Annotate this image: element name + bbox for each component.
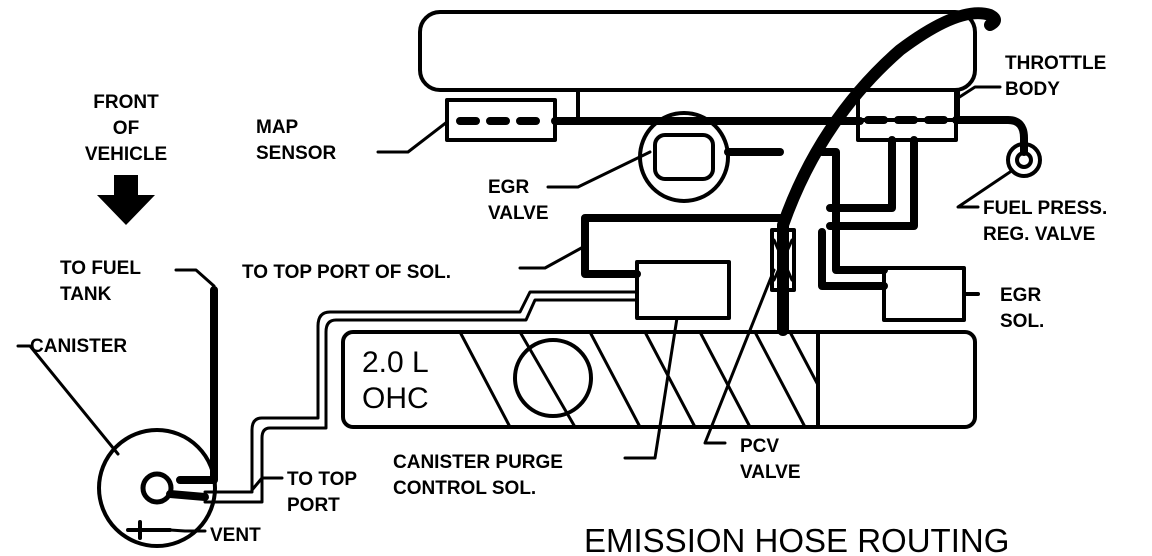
- to-fuel-tank-label-2: TANK: [60, 284, 112, 305]
- vent-leader: [168, 528, 207, 533]
- egr-valve-leader: [546, 150, 652, 189]
- canister-purge-leader: [623, 316, 679, 460]
- egr-valve-label-2: VALVE: [488, 203, 549, 224]
- canister-purge-label-2: CONTROL SOL.: [393, 478, 536, 499]
- front-of-vehicle-label-3: VEHICLE: [85, 144, 167, 165]
- throttle-to-sol-hose-a: [826, 136, 896, 212]
- fuel-press-label-1: FUEL PRESS.: [983, 198, 1107, 219]
- pcv-valve-leader: [703, 268, 776, 445]
- map-sensor-label-2: SENSOR: [256, 143, 337, 164]
- engine-label-2: OHC: [362, 382, 429, 415]
- to-fuel-tank-leader: [174, 268, 216, 288]
- engine-block: [341, 330, 977, 429]
- throttle-body-label-2: BODY: [1005, 79, 1060, 100]
- pcv-hose: [777, 7, 1001, 336]
- throttle-to-sol-hose-b: [826, 136, 918, 230]
- to-top-port-label-1: TO TOP: [287, 469, 357, 490]
- fuel-press-reg-valve-port: [1015, 151, 1033, 169]
- egr-sol-label-2: SOL.: [1000, 311, 1044, 332]
- diagram-title: EMISSION HOSE ROUTING: [584, 522, 1009, 556]
- egr-sol-label-1: EGR: [1000, 285, 1041, 306]
- pcv-valve-label-1: PCV: [740, 436, 779, 457]
- canister-label: CANISTER: [30, 336, 127, 357]
- egr-to-sol-hose: [818, 148, 888, 274]
- map-sensor-leader: [376, 120, 449, 154]
- throttle-body-leader: [956, 85, 1002, 100]
- canister-purge-label-1: CANISTER PURGE: [393, 452, 563, 473]
- canister-purge-solenoid: [635, 260, 731, 320]
- pcv-valve-label-2: VALVE: [740, 462, 801, 483]
- map-sensor-label-1: MAP: [256, 117, 299, 138]
- pcv-valve: [770, 228, 796, 292]
- fuel-press-leader: [956, 170, 1012, 209]
- purge-line-outer: [203, 290, 639, 494]
- engine-label-1: 2.0 L: [362, 346, 429, 379]
- sol-to-egr-hose: [818, 228, 888, 290]
- canister: [97, 428, 217, 548]
- egr-valve-label-1: EGR: [488, 177, 529, 198]
- intake-plenum: [576, 88, 960, 122]
- canister-port: [140, 471, 174, 505]
- engine-hatching: [458, 330, 820, 429]
- fuel-press-label-2: REG. VALVE: [983, 224, 1095, 245]
- pcv-valve-mark: [772, 238, 794, 282]
- front-arrow-icon: [97, 175, 155, 225]
- to-fuel-tank-label-1: TO FUEL: [60, 258, 141, 279]
- front-of-vehicle-label-1: FRONT: [93, 92, 159, 113]
- throttle-body: [856, 88, 958, 142]
- canister-to-top-port: [166, 490, 209, 501]
- fuel-press-reg-valve: [1006, 142, 1042, 178]
- to-top-port-sol-leader: [518, 244, 587, 270]
- vent-label: VENT: [210, 525, 261, 546]
- egr-valve-body: [653, 133, 715, 181]
- engine-port-circle: [513, 338, 593, 418]
- throttle-body-label-1: THROTTLE: [1005, 53, 1106, 74]
- to-top-port-of-sol-label: TO TOP PORT OF SOL.: [242, 262, 451, 283]
- sol-top-port-hose: [581, 214, 784, 278]
- fuel-tank-line: [176, 286, 218, 484]
- to-top-port-label-2: PORT: [287, 495, 340, 516]
- vent-tube: [126, 520, 172, 540]
- front-of-vehicle-label-2: OF: [113, 118, 139, 139]
- canister-leader: [16, 344, 120, 456]
- egr-solenoid: [882, 266, 966, 322]
- to-top-port-leader: [250, 476, 284, 492]
- purge-line-inner: [203, 298, 639, 504]
- fuel-press-hose: [952, 116, 1028, 156]
